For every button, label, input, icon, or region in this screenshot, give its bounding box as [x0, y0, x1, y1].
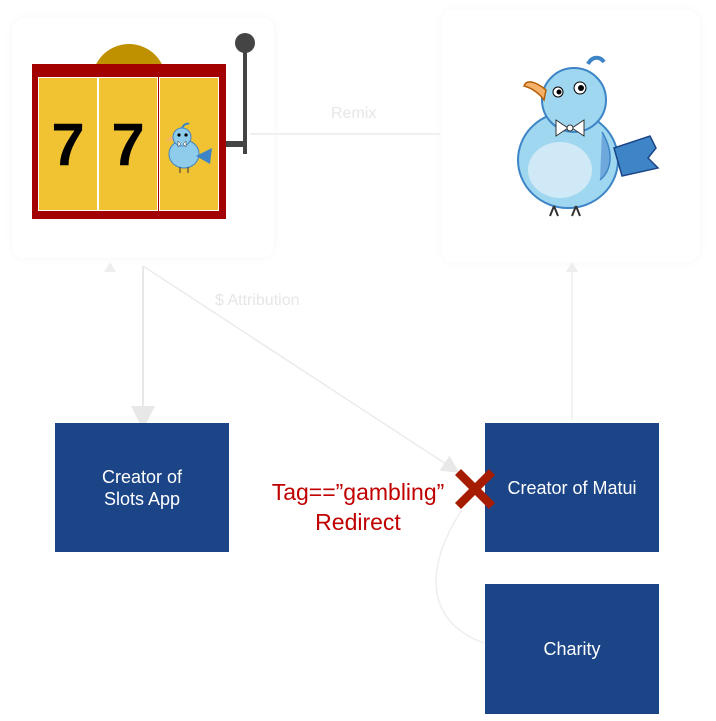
- matui-bird-illustration: [517, 55, 660, 217]
- remix-label: Remix: [331, 105, 377, 122]
- small-bird-icon: [165, 122, 212, 173]
- slot-reel-2: 7: [98, 77, 158, 211]
- reel-1-seven: 7: [51, 110, 85, 178]
- charity-box: Charity: [485, 584, 659, 714]
- attribution-edge: [142, 265, 460, 473]
- slots-app-creator-box: Creator of Slots App: [55, 423, 229, 552]
- matui-creator-label: Creator of Matui: [507, 477, 637, 498]
- slot-reel-3: [159, 77, 219, 211]
- slots-creator-line1: Creator of: [101, 466, 183, 487]
- redirect-condition: Tag==”gambling”: [271, 479, 445, 505]
- slots-creator-line2: Slots App: [103, 488, 181, 509]
- matui-up-arrow: [566, 262, 578, 272]
- matui-creator-box: Creator of Matui: [485, 423, 659, 552]
- slot-reel-1: 7: [38, 77, 98, 211]
- lever-arm: [243, 44, 247, 154]
- redirect-rule-text: Tag==”gambling” Redirect: [258, 477, 458, 537]
- blocked-x-icon: [455, 469, 495, 509]
- charity-label: Charity: [543, 639, 601, 659]
- redirect-action: Redirect: [315, 509, 401, 535]
- lever-knob: [235, 33, 255, 53]
- slot-machine-illustration: 7 7: [30, 30, 260, 230]
- reel-2-seven: 7: [111, 110, 145, 178]
- slots-up-arrow: [104, 262, 116, 272]
- attribution-label: $ Attribution: [215, 292, 300, 309]
- lever-mount: [226, 141, 244, 147]
- redirect-edge: [435, 509, 485, 644]
